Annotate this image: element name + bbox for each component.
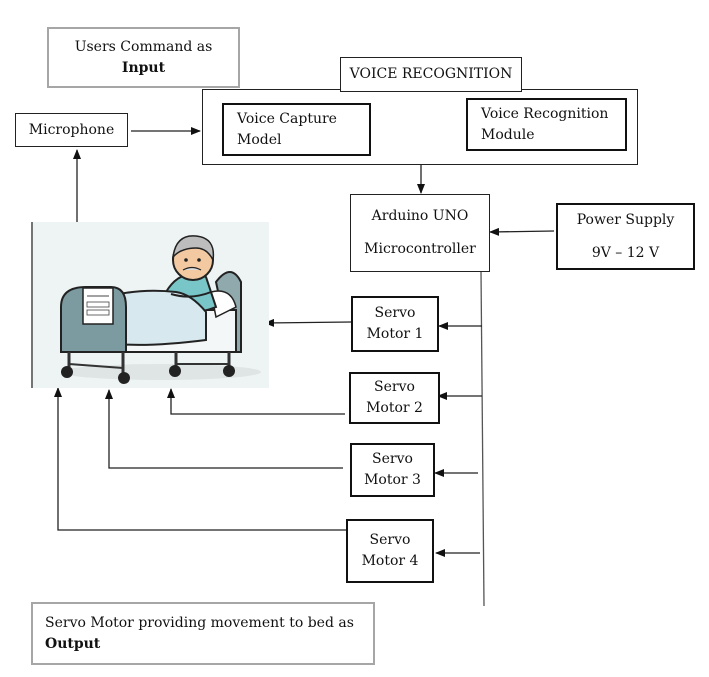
- servo-motor-4-block: Servo Motor 4: [346, 519, 434, 583]
- servo-4-label-1: Servo: [369, 532, 411, 548]
- arrow-power-to-arduino: [489, 227, 555, 236]
- bed-wheel: [169, 365, 181, 377]
- voice-recognition-title-text: VOICE RECOGNITION: [349, 66, 513, 82]
- servo-motor-2-block: Servo Motor 2: [349, 372, 440, 424]
- arduino-label-1: Arduino UNO: [371, 208, 469, 224]
- power-supply-label-1: Power Supply: [576, 211, 675, 228]
- output-note-emphasis: Output: [45, 635, 101, 652]
- arrow-servo-4-to-bed: [54, 387, 347, 531]
- servo-2-label-2: Motor 2: [366, 400, 423, 416]
- servo-4-label-2: Motor 4: [361, 553, 419, 569]
- output-note: Servo Motor providing movement to bed as…: [31, 602, 375, 665]
- servo-2-label-1: Servo: [374, 379, 415, 395]
- arrow-servo-3-to-bed: [105, 389, 343, 469]
- output-note-text: Servo Motor providing movement to bed as: [45, 614, 354, 631]
- voice-recognition-title: VOICE RECOGNITION: [340, 57, 522, 92]
- bed-wheel: [223, 365, 235, 377]
- power-supply-label-2: 9V – 12 V: [591, 244, 660, 261]
- voice-recognition-module-label-2: Module: [481, 126, 535, 143]
- hospital-bed-illustration: [31, 222, 269, 388]
- bed-wheel: [61, 366, 73, 378]
- power-supply-block: Power Supply 9V – 12 V: [556, 203, 695, 270]
- servo-3-label-1: Servo: [372, 451, 413, 467]
- voice-capture-label-1: Voice Capture: [237, 110, 337, 127]
- microphone-label: Microphone: [28, 121, 115, 138]
- voice-recognition-module-label-1: Voice Recognition: [481, 105, 609, 122]
- medical-chart-sign: [82, 287, 114, 325]
- bed-wheel: [118, 372, 130, 384]
- input-note-text: Users Command as: [74, 38, 213, 55]
- servo-3-label-2: Motor 3: [364, 472, 421, 488]
- microphone-block: Microphone: [15, 113, 128, 147]
- servo-1-label-2: Motor 1: [366, 326, 424, 342]
- input-note-emphasis: Input: [121, 59, 166, 76]
- bus-line: [480, 270, 485, 607]
- arduino-block: Arduino UNO Microcontroller: [350, 194, 490, 272]
- arrow-servo-2-to-bed: [167, 388, 345, 415]
- voice-capture-block: Voice Capture Model: [222, 103, 371, 156]
- servo-motor-1-block: Servo Motor 1: [351, 296, 439, 352]
- arduino-label-2: Microcontroller: [364, 241, 476, 257]
- input-note: Users Command as Input: [47, 27, 240, 88]
- servo-1-label-1: Servo: [374, 305, 416, 321]
- servo-motor-3-block: Servo Motor 3: [350, 443, 435, 497]
- voice-recognition-module-block: Voice Recognition Module: [466, 98, 627, 151]
- voice-capture-label-2: Model: [237, 131, 282, 148]
- arrow-servo-1-to-bed: [264, 318, 352, 327]
